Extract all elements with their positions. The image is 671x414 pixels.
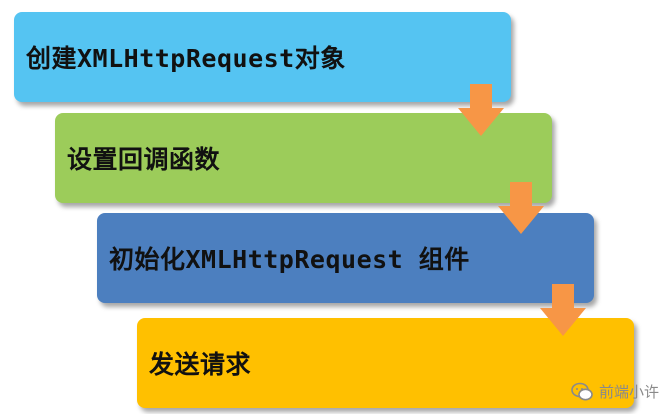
arrow-down-icon <box>458 84 504 136</box>
watermark-text: 前端小许 <box>598 383 659 401</box>
step-1-label: 创建XMLHttpRequest对象 <box>26 44 346 73</box>
step-1-box: 创建XMLHttpRequest对象 <box>14 12 511 102</box>
step-3-box: 初始化XMLHttpRequest 组件 <box>97 213 594 303</box>
watermark: 前端小许 <box>571 381 659 402</box>
arrow-down-icon <box>540 284 586 336</box>
step-4-box: 发送请求 <box>137 318 634 408</box>
step-2-label: 设置回调函数 <box>67 145 221 174</box>
step-2-box: 设置回调函数 <box>55 113 552 203</box>
wechat-icon <box>571 382 593 400</box>
arrow-down-icon <box>498 182 544 234</box>
step-3-label: 初始化XMLHttpRequest 组件 <box>109 245 470 274</box>
step-4-label: 发送请求 <box>149 350 252 379</box>
